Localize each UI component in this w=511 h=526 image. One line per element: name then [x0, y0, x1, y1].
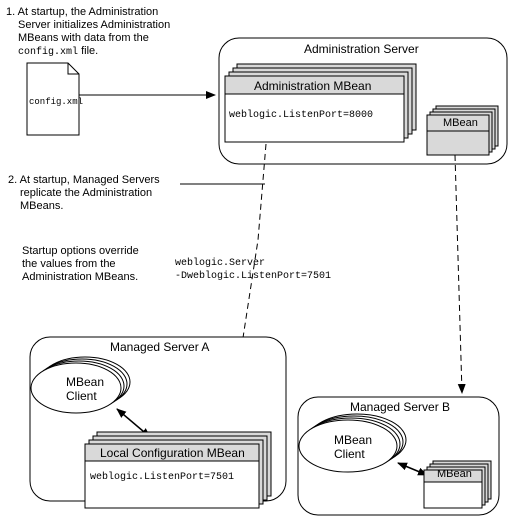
startup-command-line-2: -Dweblogic.ListenPort=7501 [175, 271, 332, 282]
step1-line-4-rest: file. [78, 45, 99, 57]
step2-line-2: replicate the Administration [20, 187, 153, 199]
local-config-mbean-value: weblogic.ListenPort=7501 [90, 472, 235, 483]
managed-server-b-title: Managed Server B [350, 400, 451, 414]
step1-line-1: 1. At startup, the Administration [6, 6, 159, 18]
step1-line-3: MBeans with data from the [18, 32, 149, 44]
step1-line-2: Server initializes Administration [18, 19, 171, 31]
client-b-line-1: MBean [334, 433, 373, 447]
local-config-mbean-stack [84, 431, 272, 509]
step2-line-3: MBeans. [20, 200, 64, 212]
config-file-icon [26, 62, 80, 136]
managed-server-a-title: Managed Server A [110, 340, 210, 354]
client-a-line-2: Client [66, 389, 97, 403]
admin-small-mbean-label: MBean [443, 117, 478, 129]
admin-mbean-value: weblogic.ListenPort=8000 [229, 110, 374, 121]
step1-config-code: config.xml [18, 47, 79, 58]
step2-line-1: 2. At startup, Managed Servers [8, 174, 160, 186]
override-line-1: Startup options override [22, 245, 139, 257]
mbean-client-b [298, 413, 407, 473]
override-line-3: Administration MBeans. [22, 271, 139, 283]
client-b-line-2: Client [334, 447, 365, 461]
local-config-mbean-label: Local Configuration MBean [100, 446, 245, 460]
mbean-client-a [30, 356, 131, 414]
admin-server-title: Administration Server [304, 42, 419, 56]
startup-command-line-1: weblogic.Server [175, 258, 266, 269]
replicate-arrow-b [454, 154, 466, 394]
admin-small-mbean-stack [426, 105, 499, 156]
step1-line-4: config.xml file. [18, 45, 98, 59]
client-a-line-1: MBean [66, 375, 105, 389]
override-line-2: the values from the [22, 258, 116, 270]
config-file-label: config.xml [29, 97, 84, 107]
admin-mbean-stack [224, 63, 417, 143]
client-b-arrow [397, 462, 428, 476]
managed-b-mbean-label: MBean [437, 468, 472, 480]
admin-mbean-label: Administration MBean [254, 79, 372, 93]
managed-b-mbean-stack [423, 460, 492, 509]
